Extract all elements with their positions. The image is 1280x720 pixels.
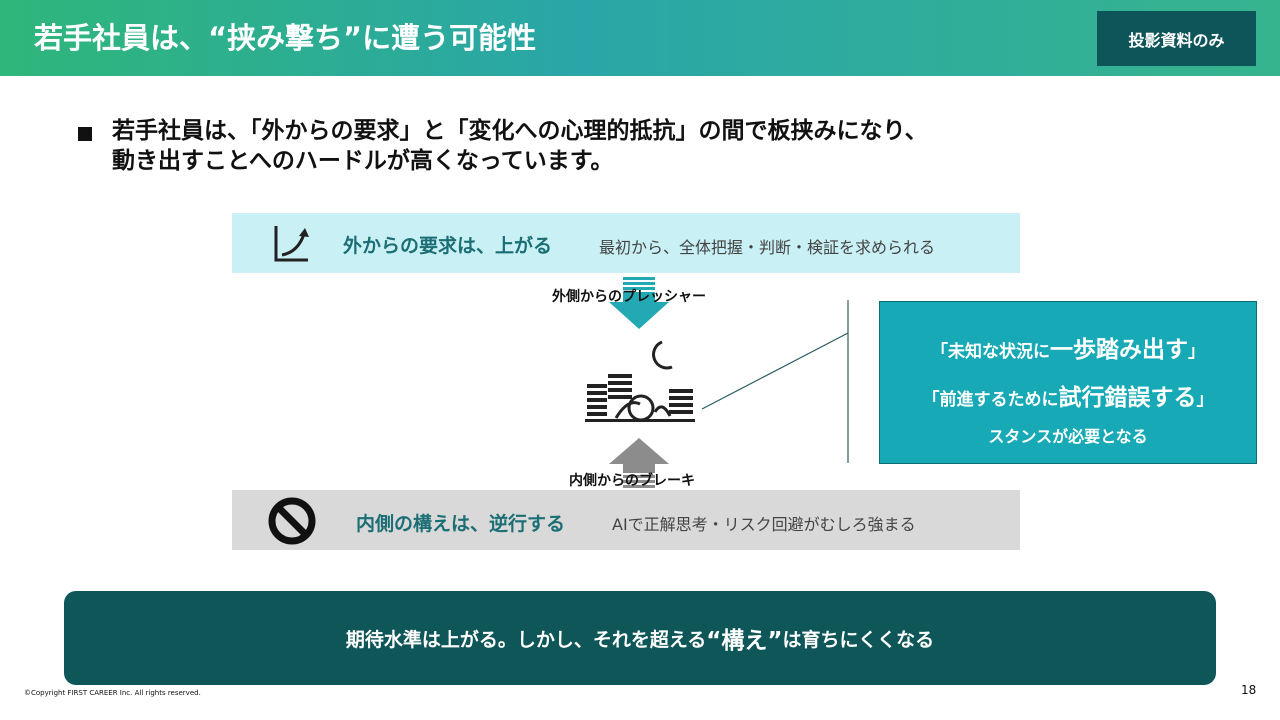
page-title: 若手社員は、“挟み撃ち”に遭う可能性 [34, 21, 537, 55]
down-arrow-icon [609, 277, 669, 329]
copyright-text: ©Copyright FIRST CAREER Inc. All rights … [24, 689, 201, 697]
external-demand-box: 外からの要求は、上がる 最初から、全体把握・判断・検証を求められる [232, 213, 1020, 273]
bullet-square-icon [78, 127, 92, 141]
bullet-text: 若手社員は、「外からの要求」と「変化への心理的抵抗」の間で板挟みになり、 動き出… [112, 116, 1112, 176]
moon-icon [652, 340, 673, 370]
internal-resistance-box: 内側の構えは、逆行する AIで正解思考・リスク回避がむしろ強まる [232, 490, 1020, 550]
resistance-title: 内側の構えは、逆行する [356, 513, 566, 535]
resistance-desc: AIで正解思考・リスク回避がむしろ強まる [612, 515, 916, 534]
required-stance-box: 「未知な状況に一歩踏み出す」 「前進するために試行錯誤する」 スタンスが必要とな… [879, 301, 1257, 464]
demand-title: 外からの要求は、上がる [343, 235, 553, 257]
header-bar: 若手社員は、“挟み撃ち”に遭う可能性 投影資料のみ [0, 0, 1280, 76]
summary-after: は育ちにくくなる [782, 628, 935, 651]
summary-before: 期待水準は上がる。しかし、それを超える [345, 628, 707, 651]
bullet-line-1: 若手社員は、「外からの要求」と「変化への心理的抵抗」の間で板挟みになり、 [112, 118, 928, 144]
summary-emphasis: “構え” [706, 628, 783, 654]
bullet-line-2: 動き出すことへのハードルが高くなっています。 [112, 148, 614, 174]
growth-chart-icon [272, 222, 312, 268]
brake-label: 内側からのブレーキ [569, 473, 695, 489]
pressure-label: 外側からのプレッシャー [552, 289, 706, 305]
stance-line-1: 「未知な状況に一歩踏み出す」 [931, 337, 1205, 363]
up-arrow-icon [609, 438, 669, 488]
stance-line-2: 「前進するために試行錯誤する」 [922, 385, 1214, 411]
projection-only-badge: 投影資料のみ [1097, 11, 1256, 66]
demand-desc: 最初から、全体把握・判断・検証を求められる [599, 238, 936, 257]
stance-line-3: スタンスが必要となる [988, 427, 1148, 446]
page-number: 18 [1241, 683, 1257, 697]
overwhelmed-worker-icon [585, 374, 695, 422]
summary-banner: 期待水準は上がる。しかし、それを超える“構え”は育ちにくくなる [64, 591, 1216, 685]
connector-line [701, 332, 849, 410]
prohibition-icon [267, 496, 317, 550]
